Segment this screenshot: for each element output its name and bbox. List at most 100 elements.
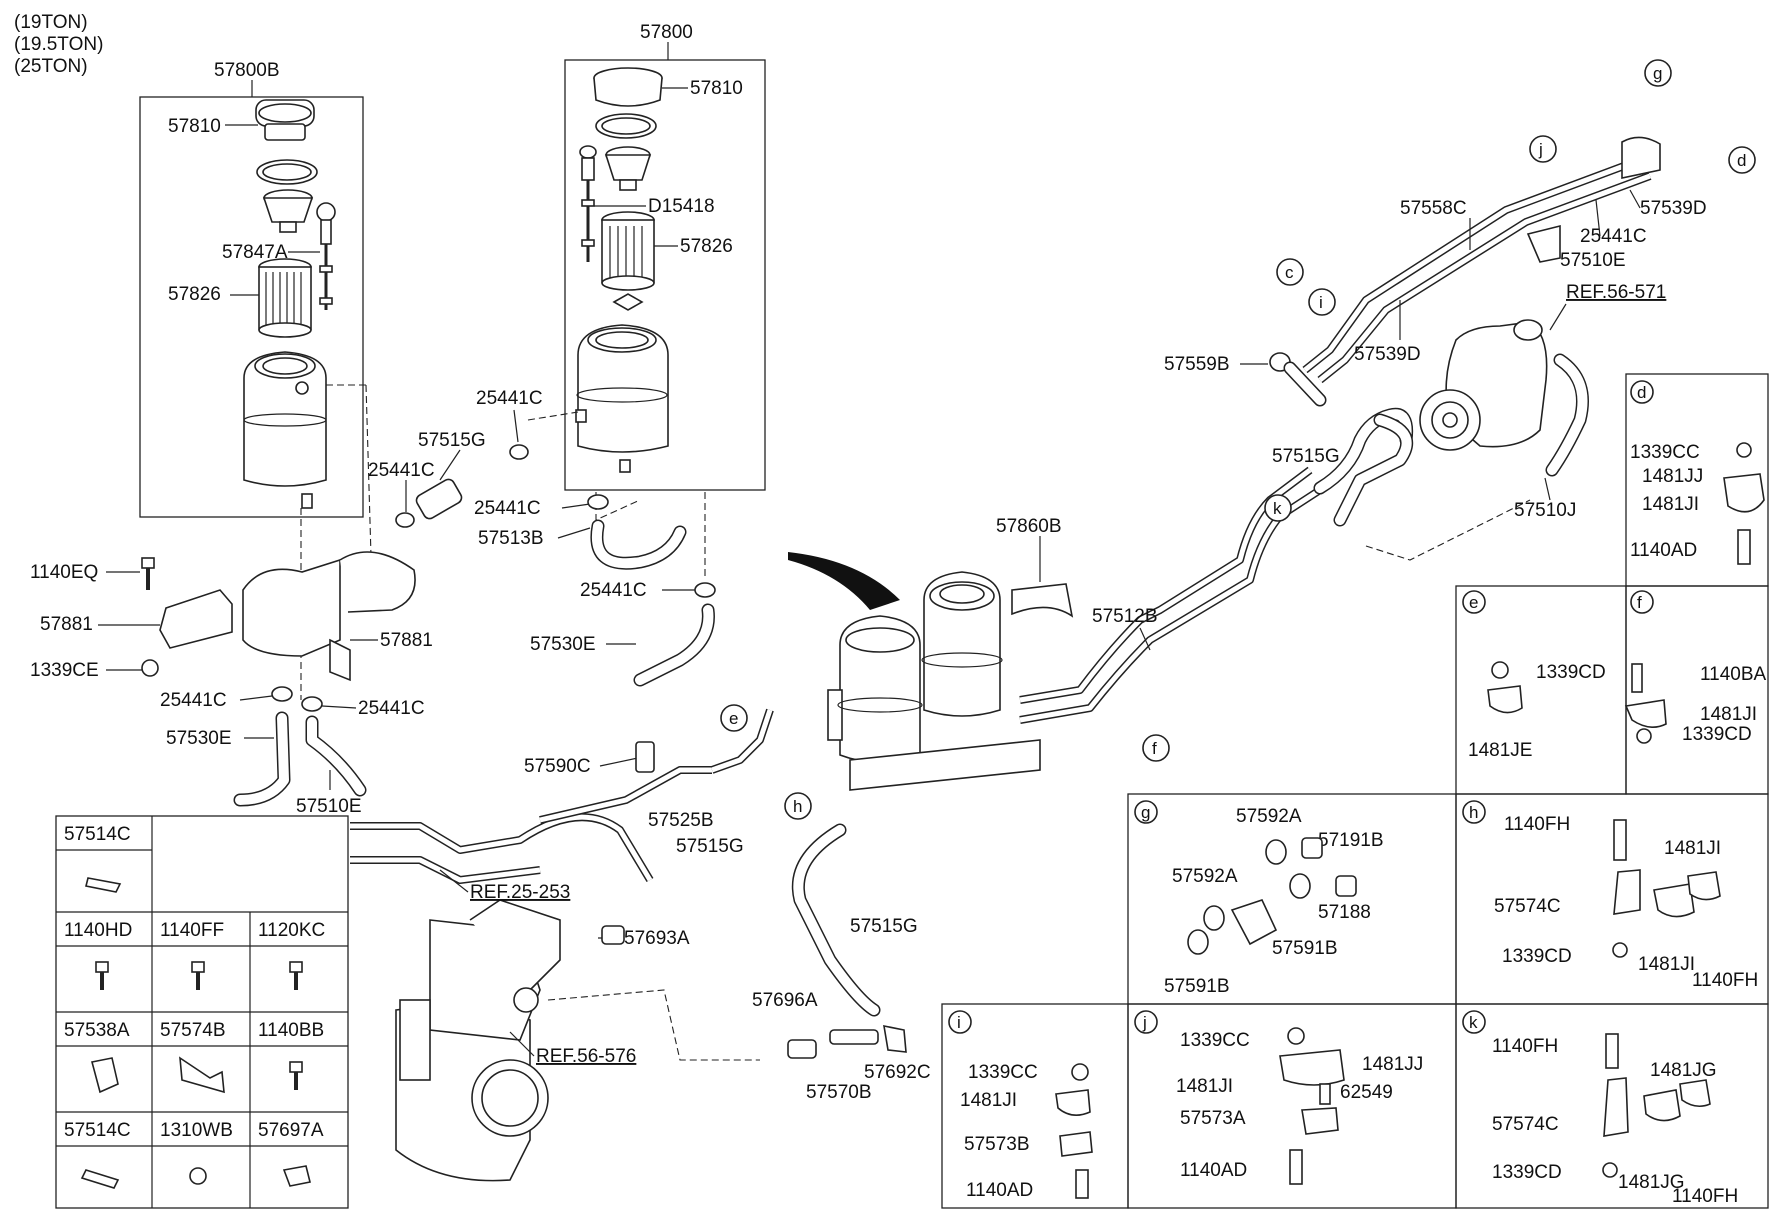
panel-j-label-1: 1339CC bbox=[1180, 1030, 1250, 1051]
callout-57570B[interactable]: 57570B bbox=[806, 1082, 872, 1103]
panel-f-key[interactable]: f bbox=[1637, 593, 1642, 612]
panel-h-label-2: 1481JI bbox=[1664, 838, 1721, 859]
callout-D15418[interactable]: D15418 bbox=[648, 196, 715, 217]
panel-g-key[interactable]: g bbox=[1141, 803, 1150, 822]
gear-lines: REF.25-253 57590C 57525B 57515G 57693A R… bbox=[350, 708, 774, 1067]
callout-57826-right[interactable]: 57826 bbox=[680, 236, 733, 257]
panel-j-key[interactable]: j bbox=[1142, 1013, 1147, 1032]
circle-e-icon bbox=[720, 704, 748, 732]
callout-57810-right[interactable]: 57810 bbox=[690, 78, 743, 99]
table-cell-1140HD: 1140HD bbox=[64, 920, 132, 941]
callout-25441C-b[interactable]: 25441C bbox=[358, 698, 425, 719]
panel-f-label-1: 1140BA bbox=[1700, 664, 1767, 685]
circle-i[interactable]: i bbox=[1319, 293, 1323, 312]
callout-57515G-lower[interactable]: 57515G bbox=[676, 836, 744, 857]
circle-e[interactable]: e bbox=[729, 709, 738, 728]
circle-f-icon bbox=[1142, 734, 1170, 762]
circle-f[interactable]: f bbox=[1152, 739, 1157, 758]
circle-h-icon bbox=[784, 792, 812, 820]
fitting-57693A-icon bbox=[601, 925, 625, 945]
callout-57693A[interactable]: 57693A bbox=[624, 928, 690, 949]
callout-57590C[interactable]: 57590C bbox=[524, 756, 591, 777]
panel-i-key[interactable]: i bbox=[957, 1013, 961, 1032]
callout-57513B[interactable]: 57513B bbox=[478, 528, 544, 549]
table-cell-1120KC: 1120KC bbox=[258, 920, 325, 941]
panel-k-label-4: 1339CD bbox=[1492, 1162, 1562, 1183]
fitting-57570B-icon bbox=[829, 1029, 879, 1045]
callout-57800[interactable]: 57800 bbox=[640, 22, 693, 43]
callout-57558C[interactable]: 57558C bbox=[1400, 198, 1467, 219]
callout-57800B[interactable]: 57800B bbox=[214, 60, 280, 81]
callout-1140EQ[interactable]: 1140EQ bbox=[30, 562, 98, 583]
reference-25-253[interactable]: REF.25-253 bbox=[470, 882, 570, 903]
circle-j[interactable]: j bbox=[1538, 140, 1543, 159]
callout-57510E-right[interactable]: 57510E bbox=[1560, 250, 1626, 271]
circle-g[interactable]: g bbox=[1653, 64, 1662, 83]
callout-25441C-a[interactable]: 25441C bbox=[160, 690, 227, 711]
panel-i-label-3: 57573B bbox=[964, 1134, 1030, 1155]
callout-57881-left[interactable]: 57881 bbox=[40, 614, 93, 635]
strainer-icon bbox=[262, 189, 314, 233]
bracket-plate-icon bbox=[159, 589, 233, 649]
callout-25441C-g[interactable]: 25441C bbox=[1580, 226, 1647, 247]
callout-57559B[interactable]: 57559B bbox=[1164, 354, 1230, 375]
reservoir-tank-center-icon bbox=[575, 324, 669, 473]
circle-k[interactable]: k bbox=[1273, 499, 1282, 518]
panel-h-label-1: 1140FH bbox=[1504, 814, 1570, 835]
callout-25441C-f[interactable]: 25441C bbox=[580, 580, 647, 601]
callout-1339CE[interactable]: 1339CE bbox=[30, 660, 99, 681]
callout-57539D-lower[interactable]: 57539D bbox=[1354, 344, 1421, 365]
circle-d[interactable]: d bbox=[1737, 151, 1746, 170]
callout-57810-left[interactable]: 57810 bbox=[168, 116, 221, 137]
callout-57881-right[interactable]: 57881 bbox=[380, 630, 433, 651]
panel-e-key[interactable]: e bbox=[1469, 593, 1478, 612]
callout-57539D-upper[interactable]: 57539D bbox=[1640, 198, 1707, 219]
bolt-icon-4 bbox=[289, 1061, 303, 1090]
callout-25441C-e[interactable]: 25441C bbox=[474, 498, 541, 519]
circle-d-icon bbox=[1728, 146, 1756, 174]
panel-d-key[interactable]: d bbox=[1637, 383, 1646, 402]
callout-57515G-right[interactable]: 57515G bbox=[1272, 446, 1340, 467]
callout-57696A[interactable]: 57696A bbox=[752, 990, 818, 1011]
panel-h-label-5: 1481JI bbox=[1638, 954, 1695, 975]
reservoir-center-frame bbox=[564, 59, 766, 491]
reference-56-576[interactable]: REF.56-576 bbox=[536, 1046, 636, 1067]
panel-k-label-3: 57574C bbox=[1492, 1114, 1559, 1135]
table-cell-57697A: 57697A bbox=[258, 1120, 324, 1141]
panel-g-label-6: 57591B bbox=[1164, 976, 1230, 997]
callout-57530E-left[interactable]: 57530E bbox=[166, 728, 232, 749]
panel-k-label-6: 1140FH bbox=[1672, 1186, 1738, 1207]
circle-h[interactable]: h bbox=[793, 797, 802, 816]
circle-c-icon bbox=[1276, 258, 1304, 286]
panel-g-label-5: 57591B bbox=[1272, 938, 1338, 959]
panel-h-key[interactable]: h bbox=[1469, 803, 1478, 822]
callout-57530E-right[interactable]: 57530E bbox=[530, 634, 596, 655]
panel-d-label-1: 1339CC bbox=[1630, 442, 1700, 463]
reference-56-571[interactable]: REF.56-571 bbox=[1566, 282, 1666, 303]
panel-k-key[interactable]: k bbox=[1469, 1013, 1478, 1032]
callout-57826-left[interactable]: 57826 bbox=[168, 284, 221, 305]
callout-57510E-left[interactable]: 57510E bbox=[296, 796, 362, 817]
callout-57847A[interactable]: 57847A bbox=[222, 242, 288, 263]
callout-57525B[interactable]: 57525B bbox=[648, 810, 714, 831]
callout-25441C-c[interactable]: 25441C bbox=[476, 388, 543, 409]
center-hoses: 25441C 57515G 25441C 25441C 57513B 25441… bbox=[368, 388, 716, 687]
circle-k-icon bbox=[1264, 494, 1292, 522]
reservoir-cap-icon bbox=[255, 99, 315, 141]
callout-57510J[interactable]: 57510J bbox=[1514, 500, 1576, 521]
callout-57515G-h[interactable]: 57515G bbox=[850, 916, 918, 937]
callout-57692C[interactable]: 57692C bbox=[864, 1062, 931, 1083]
callout-57860B[interactable]: 57860B bbox=[996, 516, 1062, 537]
detail-panels: d 1339CC 1481JJ 1481JI 1140AD e 1339CD 1… bbox=[941, 373, 1769, 1209]
bolt-icon-2 bbox=[191, 961, 205, 990]
callout-25441C-d[interactable]: 25441C bbox=[368, 460, 435, 481]
panel-j-label-5: 57573A bbox=[1180, 1108, 1246, 1129]
callout-57515G-a[interactable]: 57515G bbox=[418, 430, 486, 451]
fitting-57590C-icon bbox=[635, 741, 655, 773]
pipe-fitting-icon bbox=[1621, 136, 1661, 179]
circle-c[interactable]: c bbox=[1285, 263, 1294, 282]
callout-57512B[interactable]: 57512B bbox=[1092, 606, 1158, 627]
washer-icon bbox=[612, 293, 644, 311]
model-variants: (19TON) (19.5TON) (25TON) bbox=[14, 12, 103, 77]
panel-k-label-2: 1481JG bbox=[1650, 1060, 1717, 1081]
